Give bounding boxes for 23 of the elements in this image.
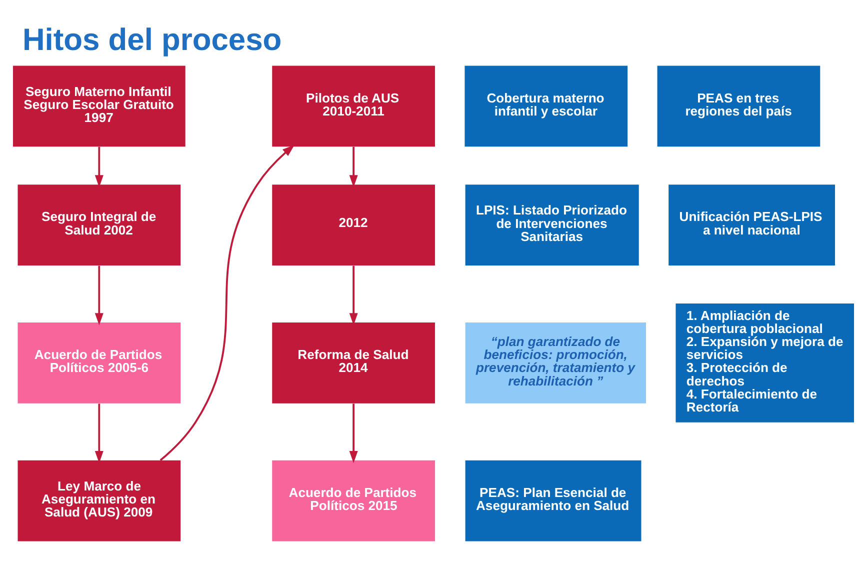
node-box: Seguro Integral de Salud 2002 — [18, 184, 181, 266]
node-box: PEAS en tres regiones del país — [657, 66, 820, 147]
arrow — [94, 404, 104, 464]
arrow — [349, 266, 358, 326]
node-box: Cobertura materno infantil y escolar — [464, 66, 628, 147]
node-box: Ley Marco de Aseguramiento en Salud (AUS) 2009 — [18, 460, 181, 542]
arrow — [349, 404, 358, 464]
arrow — [94, 146, 104, 188]
node-box: 1. Ampliación de cobertura poblacional 2. Expansión y mejora de servicios 3. Protección de derechos 4. Fortalecimiento de Rectoría — [676, 304, 854, 422]
node-box: 2012 — [272, 184, 435, 266]
node-box: Seguro Materno Infantil Seguro Escolar Gratuito 1997 — [12, 66, 186, 147]
node-box: Pilotos de AUS 2010-2011 — [272, 66, 435, 147]
node-box: PEAS: Plan Esencial de Aseguramiento en Salud — [465, 460, 642, 542]
node-box: “plan garantizado de beneficios: promoción, prevención, tratamiento y rehabilitación ” — [465, 322, 646, 404]
node-box: Acuerdo de Partidos Políticos 2005-6 — [18, 322, 181, 404]
node-box: Unificación PEAS-LPIS a nivel nacional — [668, 184, 835, 266]
arrow — [160, 144, 294, 462]
arrow — [349, 146, 358, 188]
node-box: LPIS: Listado Priorizado de Intervenciones Sanitarias — [465, 184, 639, 266]
node-box: Reforma de Salud 2014 — [272, 322, 435, 404]
arrow — [94, 266, 104, 326]
diagram-title: Hitos del proceso — [22, 22, 282, 58]
node-box: Acuerdo de Partidos Políticos 2015 — [272, 460, 435, 542]
